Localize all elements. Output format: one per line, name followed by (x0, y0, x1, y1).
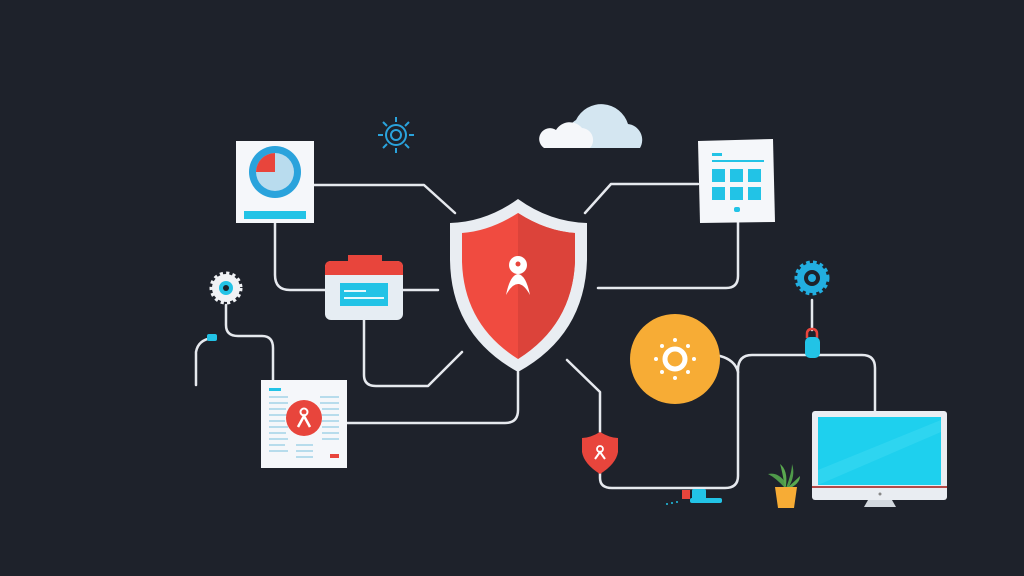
small-shield-icon (582, 432, 618, 474)
document-card-icon (261, 380, 347, 468)
cloud-icon (539, 104, 643, 148)
shield-icon (450, 199, 587, 372)
pie-chart-card-icon (236, 141, 314, 223)
connector-icon (666, 489, 722, 505)
plant-icon (768, 464, 800, 508)
gear-icon (209, 271, 243, 305)
gear-icon (794, 260, 830, 296)
lock-icon (805, 327, 820, 358)
gear-icon (378, 117, 414, 153)
cable-plug-icon (207, 334, 217, 341)
monitor-icon (812, 411, 947, 507)
sun-icon (630, 314, 720, 404)
connection-lines (194, 182, 877, 490)
calendar-card-icon (325, 255, 403, 320)
tablet-grid-icon (698, 139, 775, 223)
